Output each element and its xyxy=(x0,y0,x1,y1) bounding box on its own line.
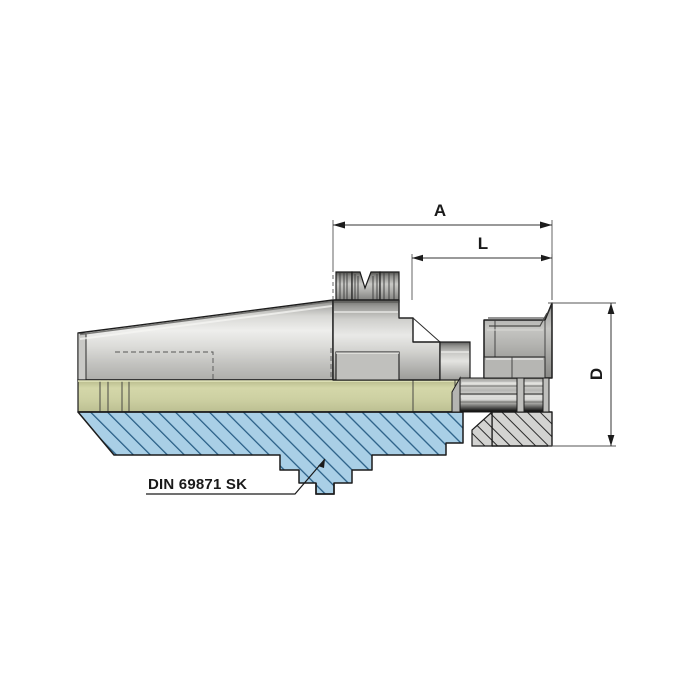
collet-slot-lines xyxy=(460,382,545,403)
taper-shadow-edge xyxy=(79,300,333,336)
flange-detail-group xyxy=(315,483,335,495)
dim-L-label: L xyxy=(478,234,488,253)
dim-D-arrow-top xyxy=(607,303,615,314)
body-collar-step xyxy=(398,300,413,319)
collet-nut-section-group xyxy=(471,377,553,447)
dim-A-arrow-left xyxy=(333,221,345,229)
dim-D-label: D xyxy=(587,368,606,380)
drive-slot-notch xyxy=(315,483,335,495)
din-standard-leader xyxy=(283,458,326,495)
dim-L-arrow-left xyxy=(412,254,423,262)
nut-section-wedge xyxy=(471,410,493,447)
taper-section-hatched xyxy=(77,411,464,495)
nose-barrel xyxy=(439,341,471,381)
hidden-line-taper-bore xyxy=(115,351,214,380)
annotation-din-standard: DIN 69871 SK xyxy=(146,458,326,495)
nut-stem-right xyxy=(542,377,550,413)
din-standard-arrowhead xyxy=(318,459,325,468)
groove-prong-right xyxy=(379,271,400,303)
nut-chamfer-inner xyxy=(489,312,548,327)
nose-transition xyxy=(412,317,441,343)
groove-v-notch xyxy=(351,271,381,303)
collet-nut-group xyxy=(483,302,553,379)
groove-base-block xyxy=(335,351,400,381)
center-bore-band xyxy=(77,379,461,413)
dimension-D: D xyxy=(548,302,616,447)
dim-L-arrow-right xyxy=(541,254,552,262)
dim-D-arrow-bottom xyxy=(607,435,615,446)
dim-A-arrow-right xyxy=(540,221,552,229)
taper-highlight xyxy=(79,305,333,340)
collet-nose-taper xyxy=(451,376,461,413)
gripper-groove-group xyxy=(335,271,400,303)
nut-bottom-rim xyxy=(483,356,546,379)
taper-shank-body xyxy=(77,299,334,381)
dim-A-label: A xyxy=(434,201,446,220)
center-bore-group xyxy=(77,379,461,413)
nut-stem-left xyxy=(516,377,525,413)
dimension-L: L xyxy=(411,234,553,300)
collet-group xyxy=(451,376,546,413)
nut-top-chamfer xyxy=(488,304,553,319)
collet-nut-hatched xyxy=(491,411,553,447)
taper-left-end-face xyxy=(77,332,87,381)
din-standard-label: DIN 69871 SK xyxy=(148,476,247,493)
groove-shading-lines xyxy=(339,273,395,301)
chuck-body-group xyxy=(332,299,471,381)
sectioned-taper-group xyxy=(77,411,464,495)
taper-shank-group xyxy=(77,299,334,381)
